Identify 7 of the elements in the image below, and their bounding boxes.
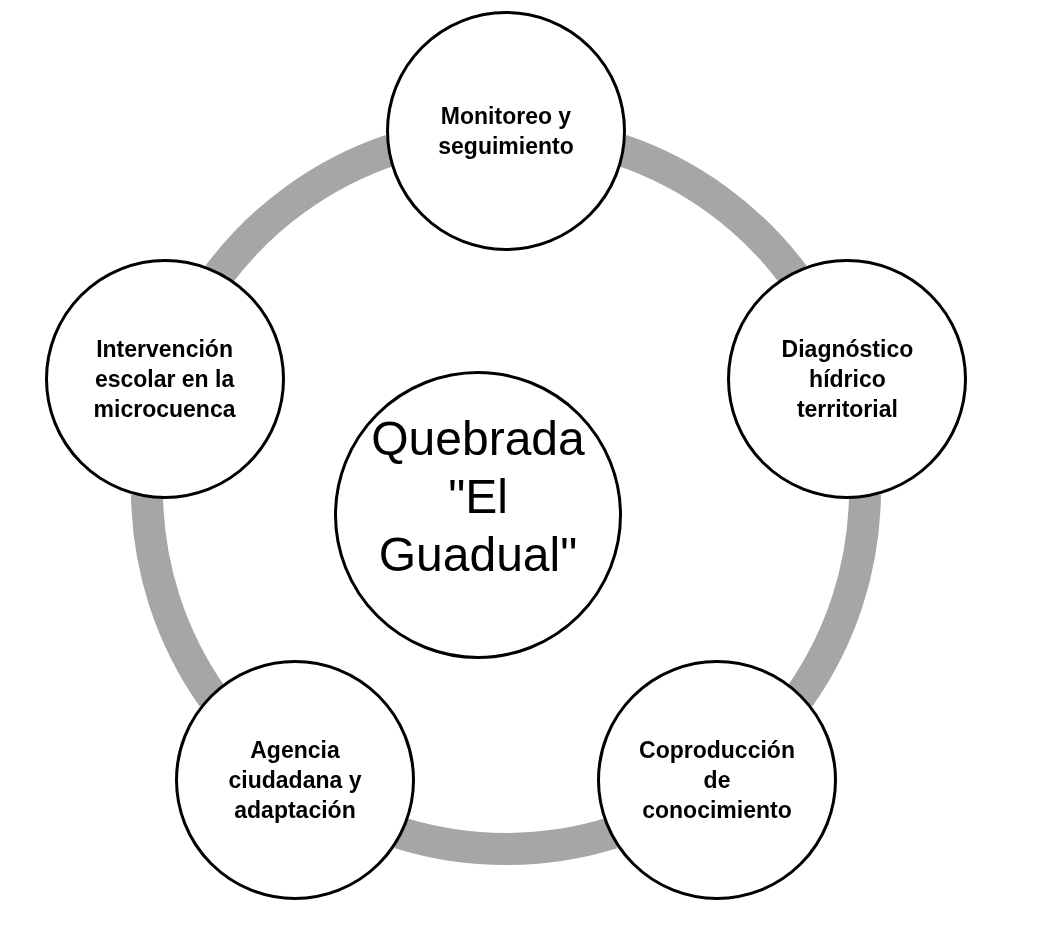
stage-label: Intervención escolar en la microcuenca: [93, 335, 237, 425]
stage-label: Coproducción de conocimiento: [638, 736, 796, 826]
ring-arc: [395, 817, 617, 865]
center-title: Quebrada "El Guadual": [370, 411, 586, 583]
stage-label: Diagnóstico hídrico territorial: [780, 335, 914, 425]
stage-label: Monitoreo y seguimiento: [437, 102, 575, 161]
stage-label: Agencia ciudadana y adaptación: [228, 736, 362, 826]
